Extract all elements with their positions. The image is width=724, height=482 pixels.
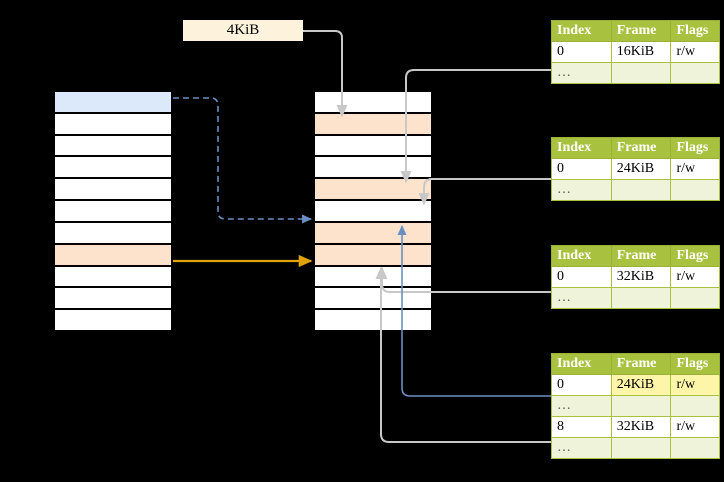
table-cell-flags: r/w <box>670 158 720 180</box>
table-header-index: Index <box>551 20 612 42</box>
left-memory-cell <box>54 243 172 266</box>
table-cell-flags <box>670 62 720 84</box>
left-memory-cell <box>54 156 172 179</box>
table-cell-index: … <box>551 395 612 417</box>
left-memory-column <box>53 90 173 331</box>
table-cell-flags <box>670 437 720 459</box>
table-cell-index: … <box>551 62 612 84</box>
table-cell-index: … <box>551 287 612 309</box>
left-memory-cell <box>54 134 172 157</box>
table-header-flags: Flags <box>670 245 720 267</box>
table-header-index: Index <box>551 137 612 159</box>
table-row[interactable]: … <box>551 395 720 417</box>
middle-memory-cell <box>314 309 432 331</box>
table-cell-frame <box>610 395 672 417</box>
table-cell-flags: r/w <box>670 374 720 396</box>
table-cell-index: 8 <box>551 416 612 438</box>
table-header-flags: Flags <box>670 20 720 42</box>
table-cell-index: 0 <box>551 41 612 63</box>
table-cell-index: … <box>551 437 612 459</box>
table-cell-frame: 16KiB <box>610 41 672 63</box>
table-header-index: Index <box>551 245 612 267</box>
table-header-frame: Frame <box>610 20 672 42</box>
wire-left-blue-dashed <box>173 97 313 224</box>
left-memory-cell <box>54 221 172 244</box>
table-row[interactable]: … <box>551 287 720 309</box>
table-cell-index: 0 <box>551 266 612 288</box>
middle-memory-cell <box>314 91 432 113</box>
table-cell-frame: 32KiB <box>610 266 672 288</box>
table-cell-flags <box>670 395 720 417</box>
table-cell-frame <box>610 287 672 309</box>
middle-memory-cell <box>314 243 432 266</box>
middle-memory-cell <box>314 112 432 135</box>
table-cell-flags: r/w <box>670 266 720 288</box>
table-header-index: Index <box>551 353 612 375</box>
left-memory-cell <box>54 287 172 310</box>
middle-memory-column <box>313 90 433 331</box>
table-cell-frame <box>610 179 672 201</box>
table-header-flags: Flags <box>670 137 720 159</box>
middle-memory-cell <box>314 287 432 310</box>
table-cell-flags <box>670 287 720 309</box>
table-cell-flags: r/w <box>670 416 720 438</box>
table-cell-index: 0 <box>551 374 612 396</box>
table-cell-flags <box>670 179 720 201</box>
middle-memory-cell <box>314 221 432 244</box>
left-memory-cell <box>54 200 172 222</box>
table-cell-frame <box>610 62 672 84</box>
table-cell-index: … <box>551 179 612 201</box>
middle-memory-cell <box>314 200 432 222</box>
table-header-flags: Flags <box>670 353 720 375</box>
table-row[interactable]: … <box>551 179 720 201</box>
table-row[interactable]: … <box>551 62 720 84</box>
table-cell-frame: 24KiB <box>610 374 672 396</box>
left-memory-cell <box>54 112 172 135</box>
table-cell-frame <box>610 437 672 459</box>
size-label-text: 4KiB <box>226 22 260 38</box>
size-label-4kib: 4KiB <box>183 20 303 41</box>
table-row[interactable]: … <box>551 437 720 459</box>
middle-memory-cell <box>314 134 432 157</box>
left-memory-cell <box>54 91 172 113</box>
table-header-frame: Frame <box>610 245 672 267</box>
table-cell-frame: 32KiB <box>610 416 672 438</box>
middle-memory-cell <box>314 156 432 179</box>
left-memory-cell <box>54 265 172 288</box>
left-memory-cell <box>54 309 172 331</box>
left-memory-cell <box>54 178 172 201</box>
table-cell-flags: r/w <box>670 41 720 63</box>
table-cell-frame: 24KiB <box>610 158 672 180</box>
middle-memory-cell <box>314 178 432 201</box>
table-header-frame: Frame <box>610 353 672 375</box>
table-header-frame: Frame <box>610 137 672 159</box>
table-cell-index: 0 <box>551 158 612 180</box>
wire-table2-to-middle <box>418 178 551 206</box>
middle-memory-cell <box>314 265 432 288</box>
